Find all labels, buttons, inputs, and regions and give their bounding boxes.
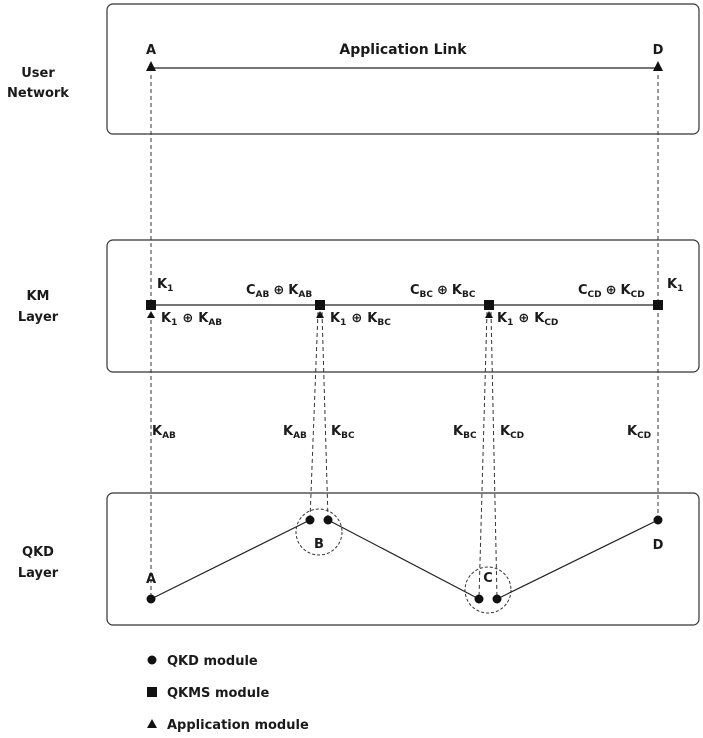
qkd-module-c-left xyxy=(474,594,484,604)
qkd-node-b-label: B xyxy=(314,537,324,552)
qkd-link-b-c xyxy=(327,519,480,600)
qkd-link-c-d xyxy=(496,519,659,600)
legend-qkd-label: QKD module xyxy=(167,654,258,669)
key-label-a: KAB xyxy=(152,424,176,441)
dashed-link-c-left xyxy=(478,311,488,599)
qkms-module-b xyxy=(315,300,325,310)
legend-app-label: Application module xyxy=(167,718,309,733)
legend-qkms-icon xyxy=(147,687,157,697)
qkms-module-c xyxy=(484,300,494,310)
km-arrow-c xyxy=(485,311,493,318)
km-arrow-b xyxy=(316,311,324,318)
user-network-label-2: Network xyxy=(7,86,69,101)
legend-app-icon xyxy=(147,719,157,728)
km-ccd-kcd: CCD⊕KCD xyxy=(578,283,645,300)
km-k1-right: K1 xyxy=(667,277,683,294)
node-b-boundary xyxy=(295,508,343,556)
key-label-d: KCD xyxy=(627,424,651,441)
qkd-layer-label-2: Layer xyxy=(18,566,59,581)
node-c-boundary xyxy=(464,566,512,614)
qkd-module-a xyxy=(146,594,156,604)
km-k1-kab: K1⊕KAB xyxy=(161,311,222,328)
app-module-a xyxy=(146,61,156,71)
qkd-module-c-right xyxy=(492,594,502,604)
application-link-label: Application Link xyxy=(339,42,467,58)
km-cbc-kbc: CBC⊕KBC xyxy=(410,283,476,300)
qkd-module-b-left xyxy=(305,515,315,525)
km-k1-kcd: K1⊕KCD xyxy=(497,311,558,328)
user-network-label-1: User xyxy=(21,66,55,81)
km-layer-label-1: KM xyxy=(26,289,49,304)
km-k1-left: K1 xyxy=(157,277,173,294)
legend-qkd-icon xyxy=(147,655,157,665)
qkd-node-a-label: A xyxy=(146,572,156,587)
qkd-link-a-b xyxy=(150,519,311,600)
user-node-a-label: A xyxy=(146,43,156,58)
qkd-module-d xyxy=(653,515,663,525)
km-cab-kab: CAB⊕KAB xyxy=(246,283,312,300)
key-label-c-right: KCD xyxy=(500,424,524,441)
km-layer-label-2: Layer xyxy=(18,310,59,325)
legend-qkms-label: QKMS module xyxy=(167,686,269,701)
km-layer-box xyxy=(106,239,700,373)
qkms-module-a xyxy=(146,300,156,310)
qkd-node-c-label: C xyxy=(483,571,493,586)
qkd-module-b-right xyxy=(323,515,333,525)
qkd-node-d-label: D xyxy=(653,538,664,553)
qkms-module-d xyxy=(653,300,663,310)
key-label-c-left: KBC xyxy=(453,424,477,441)
qkd-layer-label-1: QKD xyxy=(22,545,54,560)
key-label-b-right: KBC xyxy=(331,424,355,441)
km-k1-kbc: K1⊕KBC xyxy=(330,311,391,328)
dashed-link-c-right xyxy=(490,311,498,599)
km-arrow-a xyxy=(147,311,155,318)
app-module-d xyxy=(653,61,663,71)
user-network-box xyxy=(106,3,700,135)
key-label-b-left: KAB xyxy=(283,424,307,441)
user-node-d-label: D xyxy=(653,43,664,58)
